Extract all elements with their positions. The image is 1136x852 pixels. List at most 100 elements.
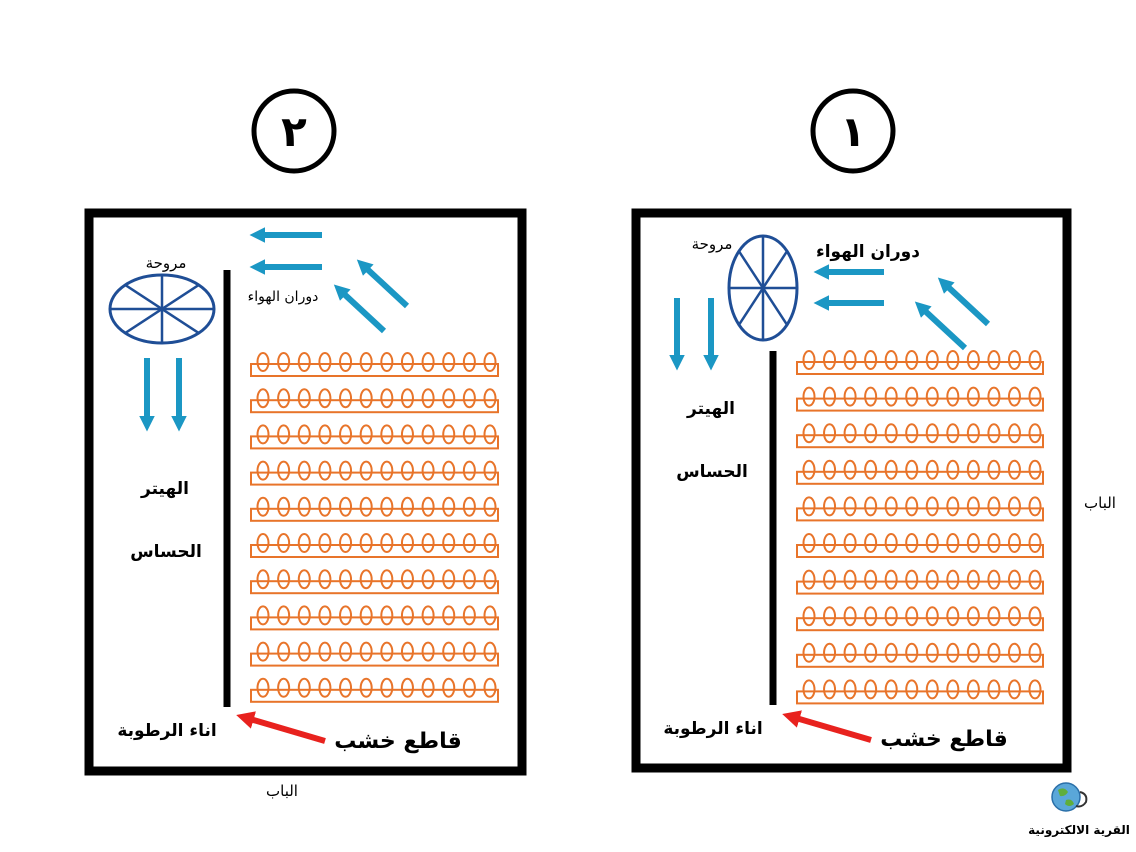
egg [1007,642,1021,663]
egg [864,642,878,663]
egg [318,352,332,372]
egg [256,641,270,662]
egg [442,605,456,626]
egg [1028,423,1042,444]
egg-tray-row [250,652,499,667]
egg [318,533,332,553]
egg [802,423,816,444]
egg [483,641,497,662]
egg [483,533,497,553]
heater-label: الهيتر [686,399,735,419]
egg [400,677,414,698]
egg [802,642,816,663]
egg [987,496,1001,517]
egg [483,460,497,481]
egg-tray-row [796,580,1044,595]
egg-tray-row [796,690,1044,705]
egg [802,386,816,407]
egg [380,460,394,481]
egg [400,641,414,662]
egg [843,533,857,553]
egg [359,496,373,517]
egg [823,496,837,517]
egg [1028,350,1042,370]
egg [256,460,270,481]
egg [297,388,311,409]
egg [462,496,476,517]
egg [297,352,311,372]
egg [905,642,919,663]
egg [823,569,837,590]
egg [925,533,939,553]
egg [884,569,898,590]
egg [966,642,980,663]
cutter-arrow [782,710,872,743]
egg [987,459,1001,480]
egg [380,352,394,372]
egg [380,641,394,662]
egg-tray-row [250,363,499,377]
panel-2: ٢ مروحة دوران الهواء الهيتر الحساس اناء … [84,88,527,800]
egg [946,642,960,663]
air-flow-label: دوران الهواء [816,242,920,262]
door-label: الباب [1084,494,1116,512]
egg-tray-row [796,434,1044,449]
egg [277,496,291,517]
fan-icon [727,234,799,342]
fan-spoke [737,250,789,326]
incubator-frame [84,208,527,776]
egg [339,605,353,626]
egg-tray-row [250,507,499,522]
egg [483,424,497,445]
egg [925,569,939,590]
door-label: الباب [266,782,298,800]
egg [380,533,394,553]
egg [946,533,960,553]
egg [1007,533,1021,553]
egg [843,459,857,480]
egg [421,677,435,698]
egg [823,386,837,407]
egg [802,606,816,627]
egg [318,677,332,698]
egg [339,677,353,698]
egg [339,424,353,445]
fan-label: مروحة [692,235,733,253]
egg [987,350,1001,370]
watermark-logo: القرية الالكترونية [1028,782,1130,838]
egg [339,641,353,662]
egg [946,569,960,590]
egg [946,386,960,407]
egg [843,386,857,407]
egg [380,496,394,517]
egg [297,605,311,626]
egg [421,352,435,372]
egg [864,569,878,590]
egg [400,569,414,590]
egg [987,679,1001,700]
egg [802,533,816,553]
egg [987,642,1001,663]
egg [339,460,353,481]
egg [802,569,816,590]
egg [843,496,857,517]
egg [802,679,816,700]
egg-tray-row [796,544,1044,558]
air-flow-arrows [139,227,410,432]
egg [864,386,878,407]
wood-cutter-label: قاطع خشب [880,727,1008,752]
egg [946,679,960,700]
egg [318,496,332,517]
egg [318,641,332,662]
egg [462,641,476,662]
egg [1028,679,1042,700]
egg [864,496,878,517]
incubator-frame [631,208,1072,773]
sensor-label: الحساس [676,462,748,482]
egg [966,679,980,700]
egg [318,388,332,409]
egg [1007,386,1021,407]
egg [925,459,939,480]
egg [400,533,414,553]
egg [400,424,414,445]
